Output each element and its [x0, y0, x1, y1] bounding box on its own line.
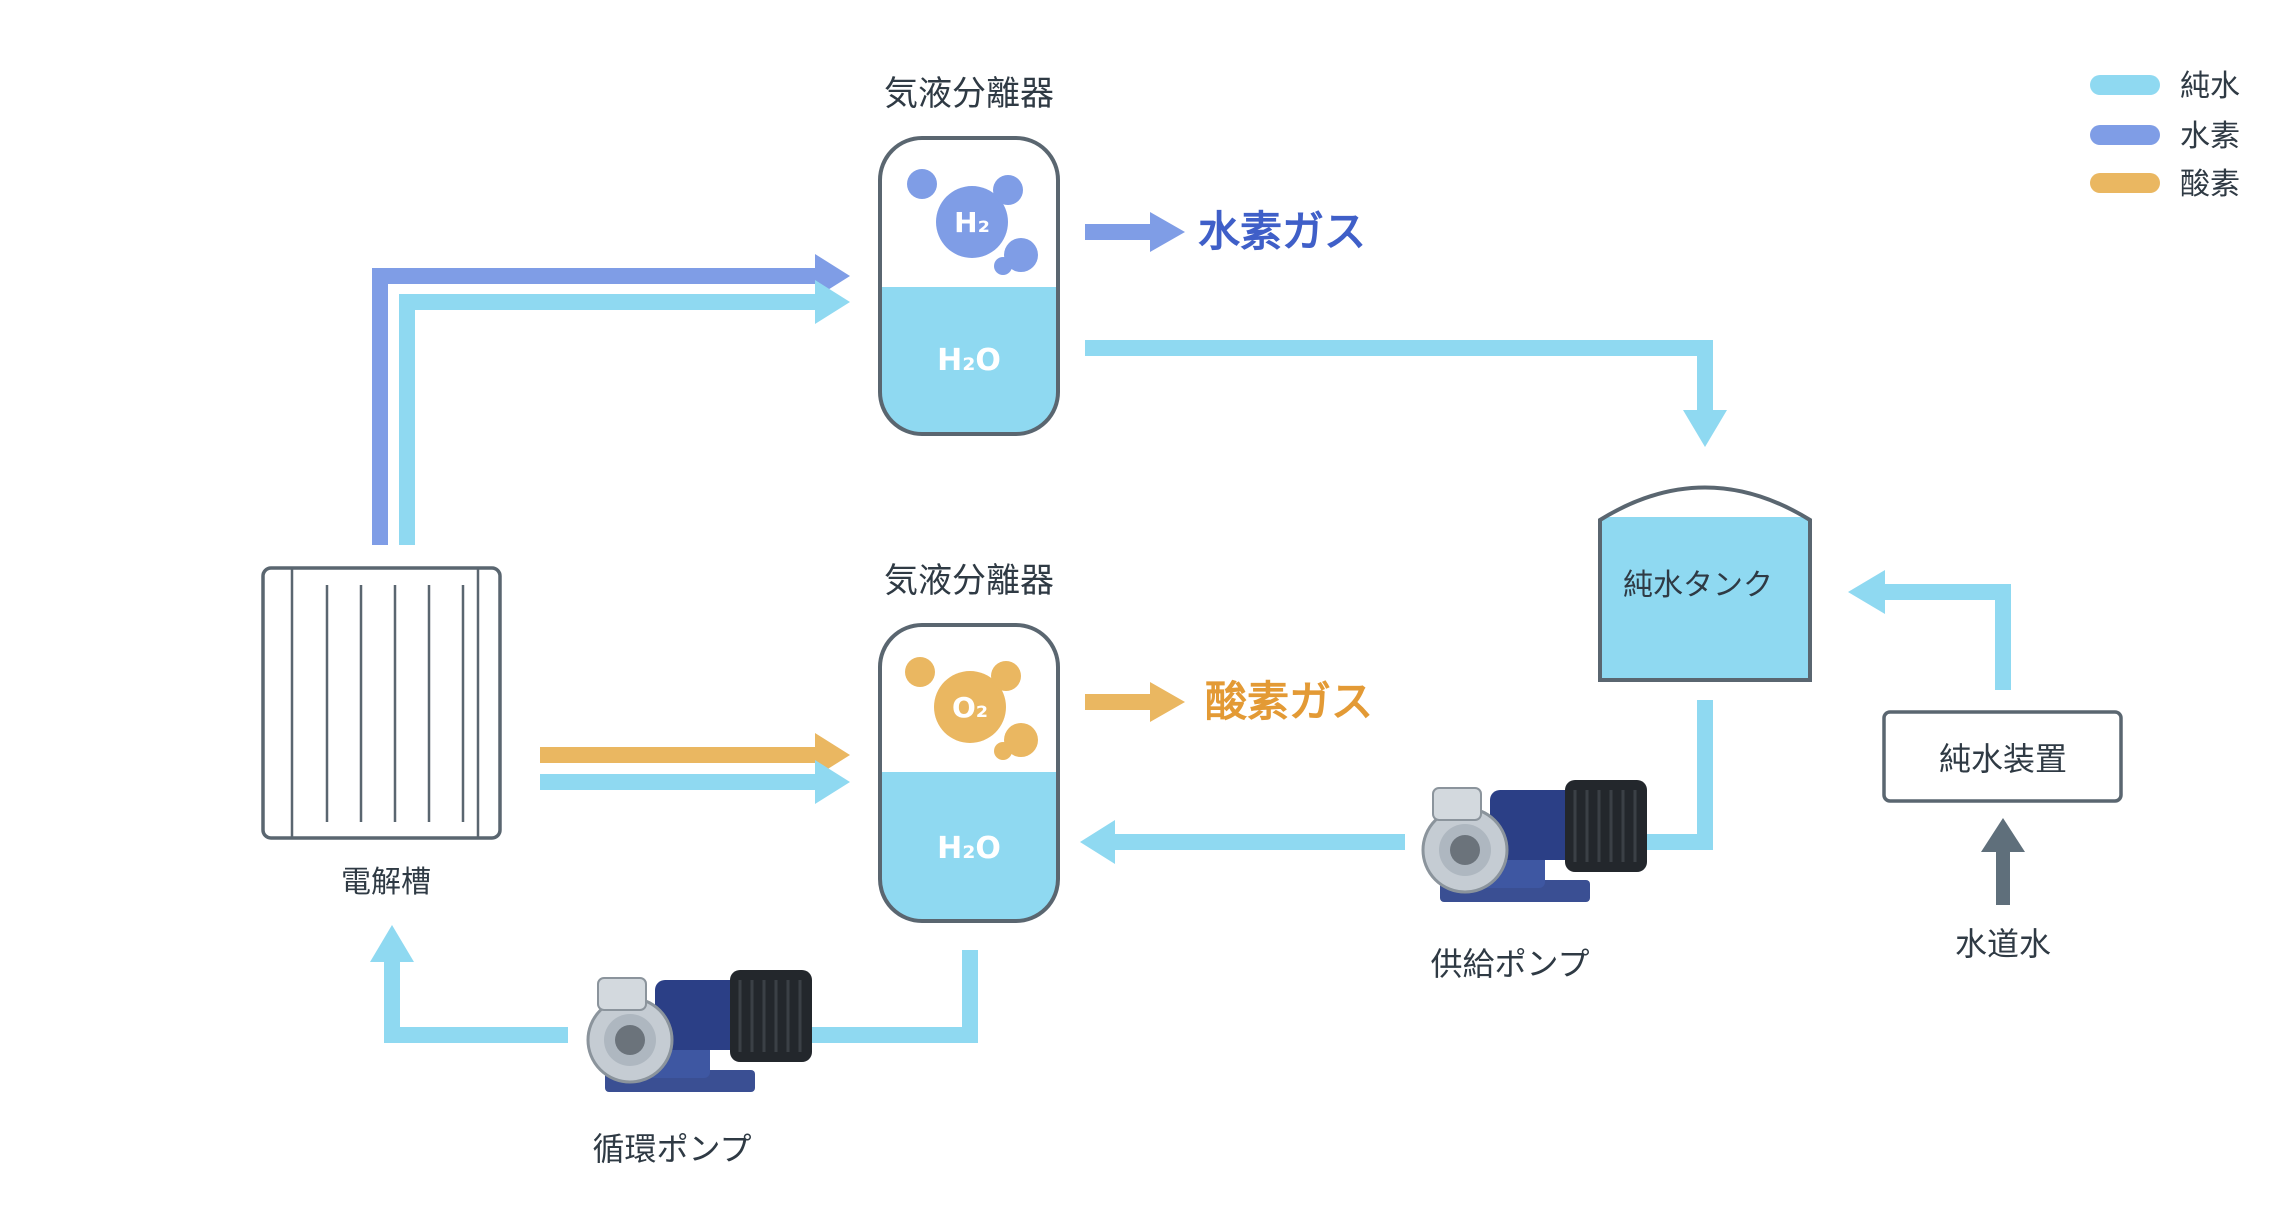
- legend-label: 純水: [2180, 69, 2240, 104]
- h2-separator-water-label: H₂O: [937, 343, 1001, 378]
- electrolyzer: [261, 566, 502, 840]
- water-flow-from-purifier: [1848, 570, 2011, 690]
- tap-water-label: 水道水: [1955, 925, 2051, 963]
- h2-separator-title: 気液分離器: [884, 74, 1054, 114]
- oxygen-flow-to-separator: [540, 733, 850, 777]
- hydrogen-gas-arrow: [1085, 212, 1185, 252]
- circulation-pump-label: 循環ポンプ: [592, 1130, 751, 1168]
- supply-pump-label: 供給ポンプ: [1430, 945, 1589, 983]
- o2-separator-title: 気液分離器: [884, 561, 1054, 601]
- circulation-flow: [370, 925, 978, 1043]
- water-flow-to-o2-separator: [540, 760, 850, 804]
- water-flow-to-tank: [1085, 340, 1727, 447]
- o2-separator-water-label: H₂O: [937, 831, 1001, 866]
- o2-gas-label: O₂: [952, 691, 988, 724]
- hydrogen-gas-label: 水素ガス: [1198, 207, 1366, 256]
- oxygen-gas-label: 酸素ガス: [1205, 677, 1373, 726]
- pure-water-tank: [1598, 485, 1812, 682]
- water-flow-to-h2-separator: [399, 280, 850, 545]
- legend-item-pure-water: 純水: [2090, 69, 2240, 104]
- hydrogen-molecule-icon: [907, 169, 1038, 275]
- legend-label: 水素: [2180, 119, 2240, 154]
- legend: 純水 水素 酸素: [2090, 69, 2240, 202]
- circulation-pump-icon: [586, 970, 812, 1092]
- legend-label: 酸素: [2180, 167, 2240, 202]
- oxygen-molecule-icon: [905, 657, 1038, 760]
- oxygen-gas-arrow: [1085, 682, 1185, 722]
- h2-separator: [878, 136, 1060, 436]
- pure-water-unit: [1882, 710, 2123, 803]
- h2-gas-label: H₂: [954, 206, 990, 239]
- pure-water-tank-label: 純水タンク: [1623, 568, 1773, 603]
- electrolyzer-label: 電解槽: [341, 865, 431, 900]
- legend-item-oxygen: 酸素: [2090, 167, 2240, 202]
- tap-water-flow: [1981, 818, 2025, 905]
- o2-separator: [878, 623, 1060, 923]
- pure-water-unit-label: 純水装置: [1939, 740, 2067, 778]
- legend-item-hydrogen: 水素: [2090, 119, 2240, 154]
- supply-pump-icon: [1421, 780, 1647, 902]
